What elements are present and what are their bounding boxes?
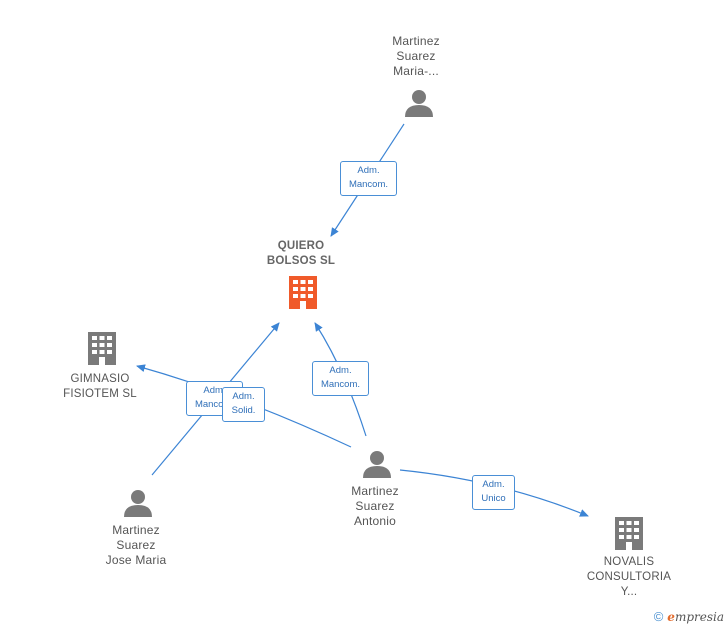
edge-label-antonio-to-novalis[interactable]: Adm. Unico [472, 475, 515, 510]
edge-label-antonio-to-quiero[interactable]: Adm. Mancom. [312, 361, 369, 396]
building-icon[interactable] [87, 331, 117, 365]
copyright-icon: © [653, 609, 664, 624]
node-label-martinez-maria[interactable]: Martinez Suarez Maria-... [392, 34, 440, 78]
building-icon[interactable] [614, 516, 644, 550]
node-label-martinez-jose[interactable]: Martinez Suarez Jose Maria [105, 523, 167, 567]
footer-credit: © empresia [654, 609, 724, 624]
brand-rest: mpresia [674, 609, 724, 624]
node-label-martinez-antonio[interactable]: Martinez Suarez Antonio [351, 484, 399, 528]
node-label-novalis[interactable]: NOVALIS CONSULTORIA Y... [586, 556, 672, 598]
node-label-gimnasio[interactable]: GIMNASIO FISIOTEM SL [63, 373, 137, 400]
brand-initial: e [667, 609, 675, 624]
empresia-logo[interactable]: empresia [667, 610, 724, 624]
person-icon[interactable] [123, 488, 153, 518]
building-icon[interactable] [288, 275, 318, 309]
edge-label-antonio-to-gimnasio[interactable]: Adm. Solid. [222, 387, 265, 422]
edge-label-maria-to-quiero[interactable]: Adm. Mancom. [340, 161, 397, 196]
person-icon[interactable] [404, 88, 434, 118]
person-icon[interactable] [362, 449, 392, 479]
node-label-quiero-bolsos[interactable]: QUIERO BOLSOS SL [266, 240, 336, 267]
